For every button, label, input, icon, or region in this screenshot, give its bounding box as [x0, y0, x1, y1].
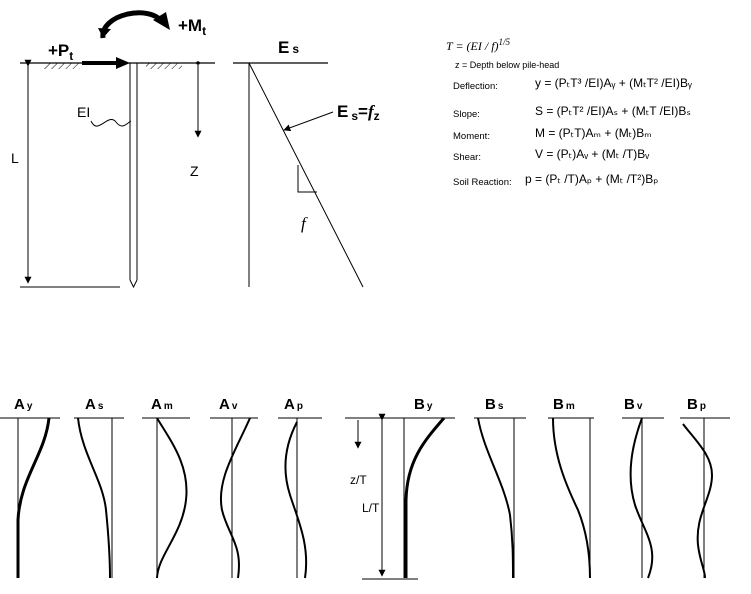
lateral-load-label: +Pt [48, 41, 73, 63]
T-definition: T = (EI / f)1/5 [446, 37, 511, 53]
curve-Bs [474, 417, 526, 579]
modulus-line [248, 62, 364, 288]
eq-slope: S = (PₜT² /EI)Aₛ + (MₜT /EI)Bₛ [535, 104, 691, 118]
pile [129, 63, 138, 289]
curve-Ay [0, 417, 60, 578]
curve-By [402, 417, 455, 578]
curve-Bm [548, 417, 594, 579]
eq-soil-reaction: p = (Pₜ /T)Aₚ + (Mₜ /T²)Bₚ [525, 172, 658, 186]
ground-hatch-right [146, 63, 182, 69]
slope-triangle [297, 165, 317, 193]
equation-leader [283, 111, 334, 132]
curve-Av [210, 417, 258, 579]
depth-ratio-dimension [345, 413, 418, 580]
eq-name-shear: Shear: [453, 152, 481, 163]
eq-moment: M = (PₜT)Aₘ + (Mₜ)Bₘ [535, 126, 652, 140]
depth-label: Z [190, 163, 199, 179]
eq-deflection: y = (PₜT³ /EI)Aᵧ + (MₜT² /EI)Bᵧ [535, 76, 692, 90]
moment-arrow [98, 10, 170, 39]
lateral-load-arrow [82, 57, 130, 69]
moment-label: +Mt [178, 16, 206, 38]
curve-Bv [622, 417, 664, 579]
curve-As [74, 417, 124, 579]
slope-label: f [301, 214, 308, 233]
eq-name-soil-reaction: Soil Reaction: [453, 177, 512, 188]
LT-label: L/T [362, 501, 380, 515]
eq-name-moment: Moment: [453, 131, 490, 142]
curve-Am [142, 417, 190, 579]
pile-sketch: +Pt +Mt L EI Z [11, 10, 215, 289]
zT-label: z/T [350, 473, 367, 487]
length-dimension [20, 59, 120, 288]
length-label: L [11, 150, 19, 166]
z-definition: z = Depth below pile-head [455, 60, 559, 70]
eq-shear: V = (Pₜ)Aᵥ + (Mₜ /T)Bᵥ [535, 147, 649, 161]
curve-Ap [278, 417, 322, 579]
eq-name-slope: Slope: [453, 109, 480, 120]
ground-hatch-left [44, 63, 80, 69]
equations-block: T = (EI / f)1/5 z = Depth below pile-hea… [446, 37, 692, 188]
stiffness-leader [90, 119, 132, 127]
curve-Bp [680, 417, 730, 579]
stiffness-label: EI [77, 104, 90, 120]
eq-name-deflection: Deflection: [453, 81, 498, 92]
